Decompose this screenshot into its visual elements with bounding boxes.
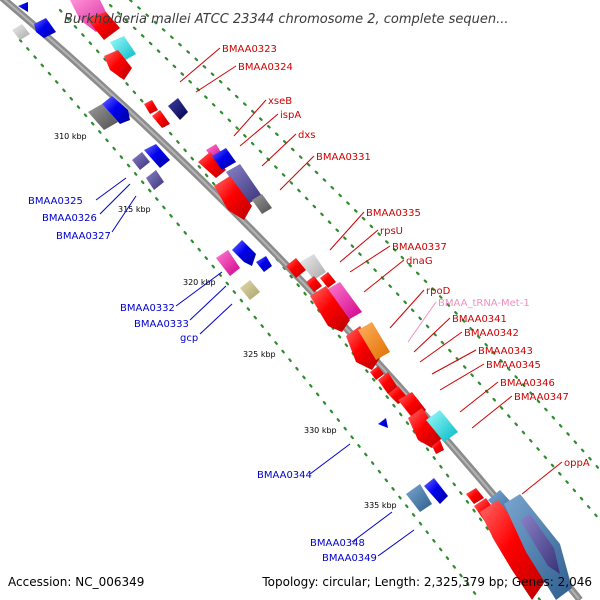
trna-leader-line xyxy=(407,301,437,343)
feature-arrow[interactable] xyxy=(252,194,272,214)
grid-rings xyxy=(18,0,600,600)
gene-label-BMAA0335[interactable]: BMAA0335 xyxy=(366,208,421,219)
feature-arrow[interactable] xyxy=(426,410,458,442)
gene-label-dxs[interactable]: dxs xyxy=(298,130,315,141)
gene-label-xseB[interactable]: xseB xyxy=(268,96,292,107)
feature-arrow[interactable] xyxy=(214,176,252,220)
gene-label-oppA[interactable]: oppA xyxy=(564,458,590,469)
feature-arrow[interactable] xyxy=(300,254,326,280)
feature-arrow[interactable] xyxy=(320,272,336,288)
feature-arrow[interactable] xyxy=(86,12,120,40)
feature-arrow[interactable] xyxy=(168,98,188,120)
gene-label-ispA[interactable]: ispA xyxy=(280,110,301,121)
gene-label-BMAA0344[interactable]: BMAA0344 xyxy=(257,470,312,481)
gene-label-BMAA0345[interactable]: BMAA0345 xyxy=(486,360,541,371)
forward-gene-labels: BMAA0323 BMAA0324 xseB ispA dxs BMAA0331… xyxy=(222,44,590,469)
feature-arrow[interactable] xyxy=(240,280,260,300)
forward-strand-features xyxy=(70,0,572,600)
map-title: Burkholderia mallei ATCC 23344 chromosom… xyxy=(64,12,509,27)
tick-labels: 310 kbp 315 kbp 320 kbp 325 kbp 330 kbp … xyxy=(54,132,397,510)
gene-label-BMAA0341[interactable]: BMAA0341 xyxy=(452,314,507,325)
feature-arrow[interactable] xyxy=(144,100,158,114)
tick-label: 320 kbp xyxy=(183,278,216,287)
gene-label-BMAA0326[interactable]: BMAA0326 xyxy=(42,213,97,224)
gene-label-rpoD[interactable]: rpoD xyxy=(426,286,451,297)
feature-arrow[interactable] xyxy=(466,488,484,504)
feature-arrow[interactable] xyxy=(110,36,136,62)
gene-label-BMAA0346[interactable]: BMAA0346 xyxy=(500,378,555,389)
feature-arrow[interactable] xyxy=(104,50,132,80)
feature-arrow[interactable] xyxy=(232,240,256,266)
reverse-leader-lines xyxy=(95,177,415,557)
reverse-gene-labels: BMAA0325 BMAA0326 BMAA0327 BMAA0332 BMAA… xyxy=(28,196,377,564)
feature-arrow[interactable] xyxy=(520,514,560,574)
gene-label-BMAA0333[interactable]: BMAA0333 xyxy=(134,319,189,330)
feature-arrow[interactable] xyxy=(306,276,322,292)
feature-arrow[interactable] xyxy=(346,326,380,370)
accession-text: Accession: NC_006349 xyxy=(8,575,144,589)
feature-arrow[interactable] xyxy=(358,322,390,360)
feature-arrow[interactable] xyxy=(226,164,262,204)
gene-label-gcp[interactable]: gcp xyxy=(180,333,198,344)
summary-text: Topology: circular; Length: 2,325,379 bp… xyxy=(261,575,592,589)
reverse-strand-features xyxy=(12,2,448,512)
feature-arrow[interactable] xyxy=(378,372,398,394)
feature-arrow[interactable] xyxy=(432,440,444,454)
tick-label: 310 kbp xyxy=(54,132,87,141)
gene-label-tRNA[interactable]: BMAA_tRNA-Met-1 xyxy=(438,298,530,309)
feature-arrow[interactable] xyxy=(18,2,28,12)
tick-label: 330 kbp xyxy=(304,426,337,435)
feature-arrow[interactable] xyxy=(88,104,118,130)
feature-arrow[interactable] xyxy=(34,18,56,38)
gene-label-BMAA0327[interactable]: BMAA0327 xyxy=(56,231,111,242)
gene-label-rpsU[interactable]: rpsU xyxy=(380,226,403,237)
feature-arrow[interactable] xyxy=(198,152,226,178)
feature-arrow[interactable] xyxy=(212,148,236,170)
feature-arrow[interactable] xyxy=(378,418,388,428)
feature-arrow[interactable] xyxy=(408,408,442,448)
gene-label-dnaG[interactable]: dnaG xyxy=(406,256,433,267)
feature-arrow[interactable] xyxy=(132,152,150,170)
gene-label-BMAA0343[interactable]: BMAA0343 xyxy=(478,346,533,357)
feature-arrow[interactable] xyxy=(256,256,272,272)
feature-arrow[interactable] xyxy=(144,144,170,168)
feature-arrow[interactable] xyxy=(480,500,546,600)
feature-arrow[interactable] xyxy=(424,478,448,504)
gene-label-BMAA0337[interactable]: BMAA0337 xyxy=(392,242,447,253)
feature-arrow[interactable] xyxy=(286,258,306,278)
feature-arrow[interactable] xyxy=(326,282,362,320)
feature-arrow[interactable] xyxy=(370,366,384,380)
tick-label: 315 kbp xyxy=(118,205,151,214)
gene-label-BMAA0348[interactable]: BMAA0348 xyxy=(310,538,365,549)
gene-label-BMAA0324[interactable]: BMAA0324 xyxy=(238,62,293,73)
gene-label-BMAA0332[interactable]: BMAA0332 xyxy=(120,303,175,314)
feature-arrow[interactable] xyxy=(310,286,350,332)
feature-arrow[interactable] xyxy=(406,484,432,512)
feature-arrow[interactable] xyxy=(102,96,130,124)
feature-arrow[interactable] xyxy=(12,24,30,40)
gene-label-BMAA0325[interactable]: BMAA0325 xyxy=(28,196,83,207)
gene-label-BMAA0347[interactable]: BMAA0347 xyxy=(514,392,569,403)
feature-arrow[interactable] xyxy=(146,170,164,190)
tick-label: 325 kbp xyxy=(243,350,276,359)
gene-label-BMAA0342[interactable]: BMAA0342 xyxy=(464,328,519,339)
forward-leader-lines xyxy=(179,47,563,495)
feature-arrow[interactable] xyxy=(216,250,240,276)
tick-label: 335 kbp xyxy=(364,501,397,510)
gene-label-BMAA0323[interactable]: BMAA0323 xyxy=(222,44,277,55)
gene-label-BMAA0331[interactable]: BMAA0331 xyxy=(316,152,371,163)
gene-label-BMAA0349[interactable]: BMAA0349 xyxy=(322,553,377,564)
feature-arrow[interactable] xyxy=(152,110,170,128)
